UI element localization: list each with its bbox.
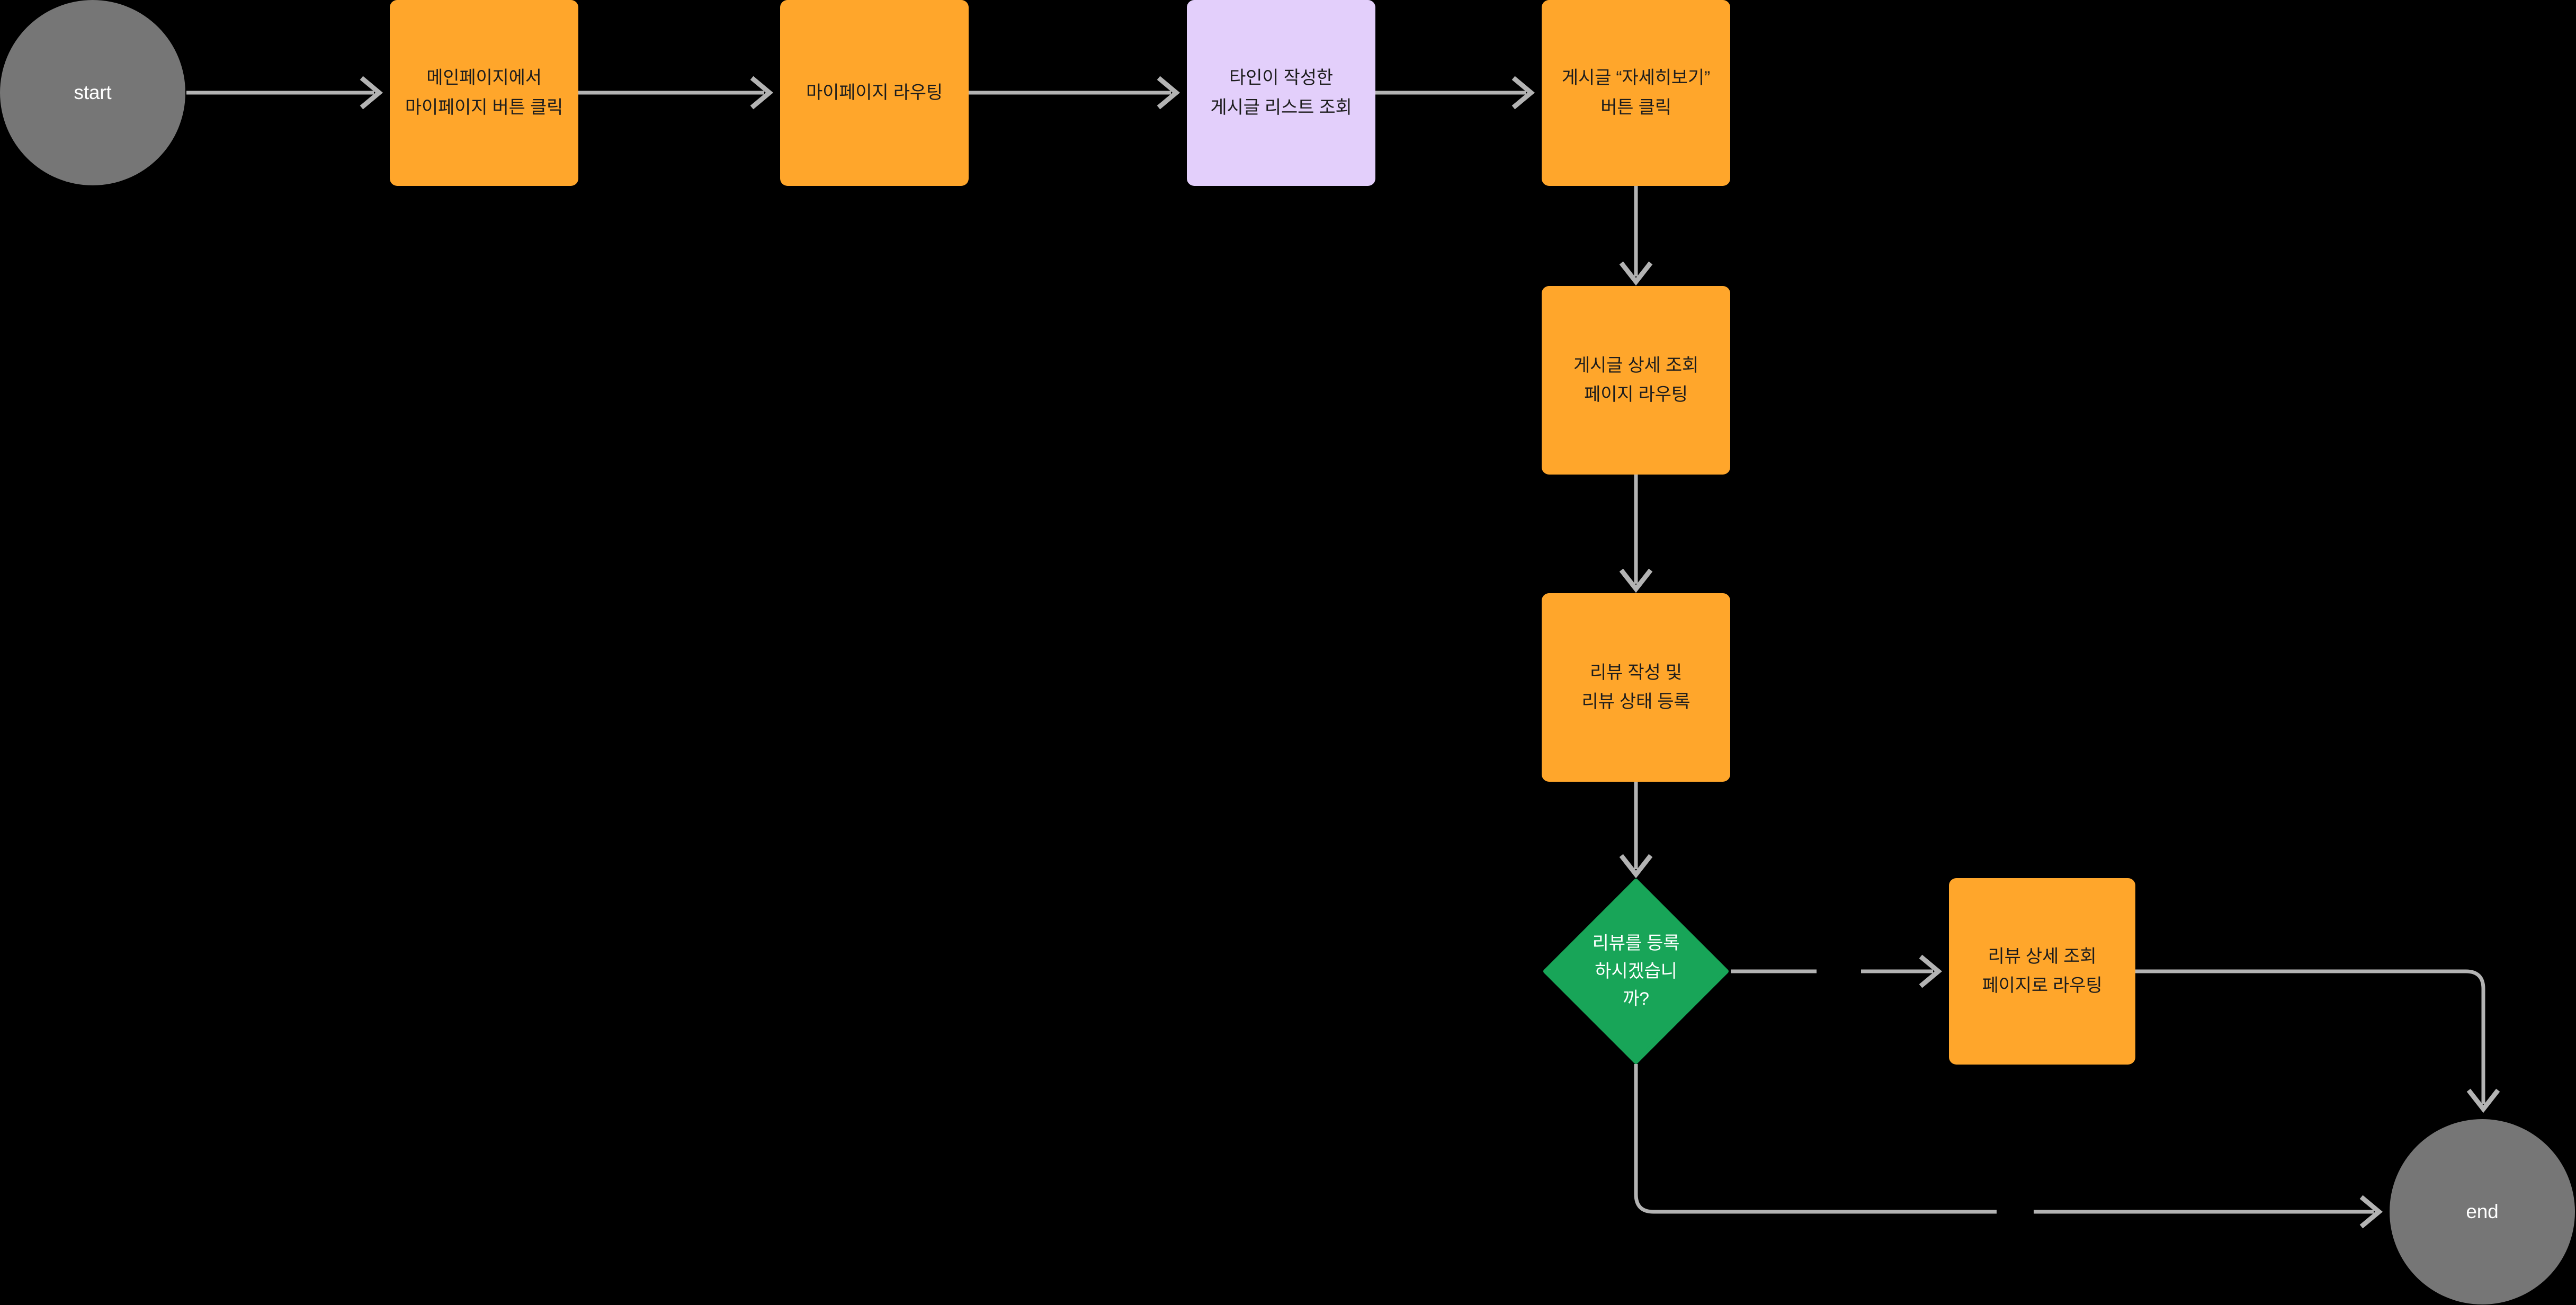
node-mypage-button-click[interactable]: 메인페이지에서 마이페이지 버튼 클릭 [390,0,578,186]
node-end[interactable]: end [2390,1119,2575,1304]
node-review-detail-routing[interactable]: 리뷰 상세 조회 페이지로 라우팅 [1949,878,2135,1065]
edge-mypage-routing-to-others-post-list [969,76,1180,110]
node-review-write-register[interactable]: 리뷰 작성 및 리뷰 상태 등록 [1542,593,1730,782]
diamond-shape-icon [1543,879,1729,1064]
node-post-detail-button-click[interactable]: 게시글 “자세히보기” 버튼 클릭 [1542,0,1730,186]
node-start-label: start [74,81,112,103]
node-register-review-decision[interactable]: 리뷰를 등록 하시겠습니 까? [1543,879,1729,1064]
edge-decision-to-review-detail-routing [1731,954,1943,988]
edge-post-detail-button-click-to-post-detail-routing [1619,186,1653,286]
node-others-post-list[interactable]: 타인이 작성한 게시글 리스트 조회 [1187,0,1375,186]
edge-start-to-mypage-button-click [186,76,383,110]
node-post-detail-routing[interactable]: 게시글 상세 조회 페이지 라우팅 [1542,286,1730,475]
edge-others-post-list-to-post-detail-button-click [1375,76,1535,110]
edge-review-write-register-to-decision [1619,782,1653,879]
node-review-write-register-label: 리뷰 작성 및 리뷰 상태 등록 [1581,662,1690,712]
node-review-detail-routing-label: 리뷰 상세 조회 페이지로 라우팅 [1982,946,2103,996]
edge-post-detail-routing-to-review-write-register [1619,475,1653,593]
node-mypage-button-click-label: 메인페이지에서 마이페이지 버튼 클릭 [405,68,564,118]
node-register-review-decision-label: 리뷰를 등록 하시겠습니 까? [1592,933,1680,1009]
node-mypage-routing-label: 마이페이지 라우팅 [806,82,943,103]
node-others-post-list-label: 타인이 작성한 게시글 리스트 조회 [1210,68,1352,118]
node-start[interactable]: start [0,0,185,185]
node-post-detail-button-click-label: 게시글 “자세히보기” 버튼 클릭 [1561,68,1711,118]
edge-decision-to-end [1634,1064,2383,1229]
edge-mypage-button-click-to-mypage-routing [578,76,774,110]
node-mypage-routing[interactable]: 마이페이지 라우팅 [780,0,969,186]
node-end-label: end [2466,1200,2499,1222]
node-post-detail-routing-label: 게시글 상세 조회 페이지 라우팅 [1573,355,1699,405]
edge-review-detail-routing-to-end [2135,969,2500,1113]
